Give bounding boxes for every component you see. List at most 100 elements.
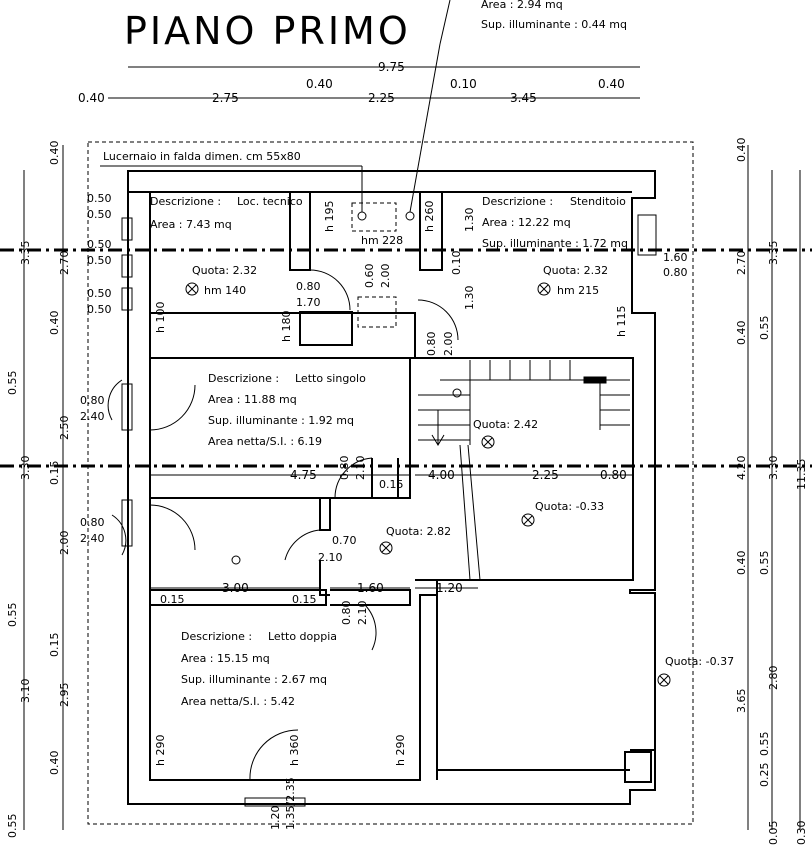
svg-text:4.00: 4.00: [428, 468, 455, 482]
svg-text:0.80: 0.80: [338, 456, 351, 481]
quota-stair: Quota: 2.42: [473, 418, 538, 431]
stenditoio-sup: Sup. illuminante : 1.72 mq: [482, 237, 628, 250]
svg-text:2.25: 2.25: [532, 468, 559, 482]
svg-text:0.05: 0.05: [767, 821, 780, 846]
svg-text:0.50: 0.50: [87, 287, 112, 300]
dim-top-4: 2.25: [368, 91, 395, 105]
room-loc-tecnico: Descrizione : Loc. tecnico Area : 7.43 m…: [150, 195, 303, 297]
svg-text:2.10: 2.10: [354, 456, 367, 481]
svg-text:4.20: 4.20: [735, 456, 748, 481]
svg-text:2.10: 2.10: [356, 601, 369, 626]
height-195: h 195: [323, 201, 336, 232]
svg-text:0.70: 0.70: [332, 534, 357, 547]
plan-title: PIANO PRIMO: [124, 9, 411, 53]
dim-top-5: 0.10: [450, 77, 477, 91]
stenditoio-quota: Quota: 2.32: [543, 264, 608, 277]
svg-text:0.80: 0.80: [663, 266, 688, 279]
svg-text:3.30: 3.30: [767, 456, 780, 481]
svg-text:0.55: 0.55: [6, 814, 19, 839]
doppia-sup: Sup. illuminante : 2.67 mq: [181, 673, 327, 686]
svg-text:0.80: 0.80: [425, 332, 438, 357]
svg-text:0.15: 0.15: [160, 593, 185, 606]
svg-text:0.50: 0.50: [87, 208, 112, 221]
dim-top-3: 0.40: [306, 77, 333, 91]
svg-text:1.30: 1.30: [463, 286, 476, 311]
svg-text:0.15: 0.15: [379, 478, 404, 491]
singolo-area: Area : 11.88 mq: [208, 393, 297, 406]
svg-text:0.25: 0.25: [758, 763, 771, 788]
svg-text:1.70: 1.70: [296, 296, 321, 309]
svg-text:3.65: 3.65: [735, 689, 748, 714]
svg-text:0.50: 0.50: [87, 238, 112, 251]
svg-text:2.95: 2.95: [58, 683, 71, 708]
svg-text:3.00: 3.00: [222, 581, 249, 595]
stenditoio-desc-label: Descrizione :: [482, 195, 553, 208]
svg-text:0.55: 0.55: [758, 316, 771, 341]
svg-text:0.80: 0.80: [80, 394, 105, 407]
svg-text:0.80: 0.80: [296, 280, 321, 293]
svg-text:1.60: 1.60: [663, 251, 688, 264]
svg-text:0.80: 0.80: [340, 601, 353, 626]
staircase: [418, 360, 630, 581]
svg-text:2.80: 2.80: [767, 666, 780, 691]
top-note-sup: Sup. illuminante : 0.44 mq: [481, 18, 627, 31]
singolo-netta: Area netta/S.I. : 6.19: [208, 435, 322, 448]
top-note-area: Area : 2.94 mq: [481, 0, 563, 11]
svg-text:1.35/2.35: 1.35/2.35: [284, 777, 297, 830]
svg-text:3.35: 3.35: [767, 241, 780, 266]
height-360: h 360: [288, 735, 301, 766]
svg-text:0.55: 0.55: [758, 732, 771, 757]
walls: [127, 170, 656, 805]
height-100: h 100: [154, 302, 167, 333]
doppia-desc-value: Letto doppia: [268, 630, 337, 643]
level-markers: Quota: 2.42 Quota: 2.82 Quota: -0.33 Quo…: [185, 282, 734, 687]
svg-text:2.00: 2.00: [379, 264, 392, 289]
doors: [107, 269, 459, 781]
stenditoio-hm: hm 215: [557, 284, 599, 297]
svg-text:0.60: 0.60: [363, 264, 376, 289]
svg-text:0.50: 0.50: [87, 254, 112, 267]
svg-text:0.15: 0.15: [292, 593, 317, 606]
svg-text:0.55: 0.55: [758, 551, 771, 576]
svg-text:0.40: 0.40: [48, 141, 61, 166]
left-dimensions: 0.40 3.35 2.70 0.40 0.55 2.50 3.30 0.15 …: [6, 141, 71, 839]
height-290-b: h 290: [394, 735, 407, 766]
svg-text:2.40: 2.40: [80, 532, 105, 545]
quota-hall: Quota: 2.82: [386, 525, 451, 538]
stenditoio-area: Area : 12.22 mq: [482, 216, 571, 229]
room-letto-doppia: Descrizione : Letto doppia Area : 15.15 …: [181, 630, 337, 708]
right-dimensions: 0.40 2.70 3.35 0.40 0.55 4.20 3.30 11.35…: [735, 138, 808, 846]
stenditoio-desc-value: Stenditoio: [570, 195, 626, 208]
svg-text:3.30: 3.30: [19, 456, 32, 481]
height-115: h 115: [615, 306, 628, 337]
svg-text:0.40: 0.40: [735, 321, 748, 346]
svg-text:2.40: 2.40: [80, 410, 105, 423]
leader-line: [439, 0, 451, 45]
svg-text:1.20: 1.20: [436, 581, 463, 595]
svg-text:0.50: 0.50: [87, 192, 112, 205]
svg-text:0.55: 0.55: [6, 371, 19, 396]
svg-text:0.40: 0.40: [735, 138, 748, 163]
skylights: [100, 43, 462, 565]
svg-text:4.75: 4.75: [290, 468, 317, 482]
dim-top-7: 0.40: [598, 77, 625, 91]
room-letto-singolo: Descrizione : Letto singolo Area : 11.88…: [208, 372, 366, 448]
singolo-desc-value: Letto singolo: [295, 372, 366, 385]
quota-outside: Quota: -0.37: [665, 655, 734, 668]
svg-text:1.60: 1.60: [357, 581, 384, 595]
svg-text:11.35: 11.35: [795, 459, 808, 491]
doppia-desc-label: Descrizione :: [181, 630, 252, 643]
height-hm228: hm 228: [361, 234, 403, 247]
dim-top-1: 0.40: [78, 91, 105, 105]
svg-text:0.15: 0.15: [48, 633, 61, 658]
singolo-sup: Sup. illuminante : 1.92 mq: [208, 414, 354, 427]
height-290-a: h 290: [154, 735, 167, 766]
svg-text:2.00: 2.00: [58, 531, 71, 556]
svg-text:0.40: 0.40: [48, 751, 61, 776]
dim-overall: 9.75: [378, 60, 405, 74]
height-180: h 180: [280, 311, 293, 342]
skylight-note: Lucernaio in falda dimen. cm 55x80: [103, 150, 301, 163]
height-260: h 260: [423, 201, 436, 232]
svg-text:0.50: 0.50: [87, 303, 112, 316]
doppia-netta: Area netta/S.I. : 5.42: [181, 695, 295, 708]
